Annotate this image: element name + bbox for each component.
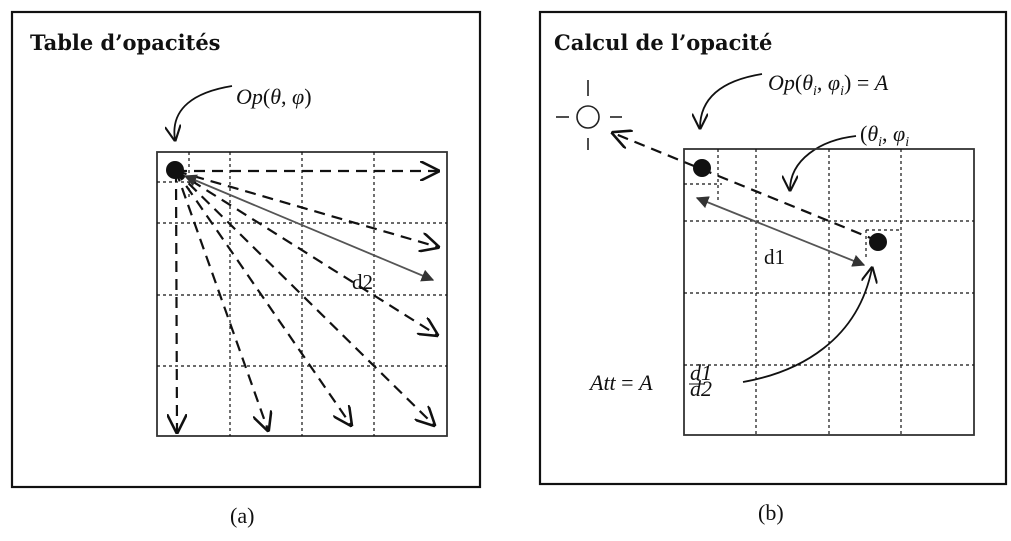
panel-a-op-pointer	[174, 85, 233, 140]
panel-b-entry-dot	[693, 159, 711, 177]
panel-a-op-label: Op(θ, φ)	[236, 84, 312, 109]
panel-a-title: Table d’opacités	[30, 30, 221, 55]
panel-b-op-label: Op(θi, φi) = A	[768, 70, 889, 99]
svg-text:d2: d2	[690, 376, 712, 401]
svg-text:d1: d1	[690, 360, 712, 385]
panel-b-grid	[683, 148, 975, 436]
panel-a: Table d’opacités Op(θ, φ)	[10, 10, 482, 528]
panel-a-frame	[10, 10, 482, 489]
panel-a-d2-label: d2	[352, 270, 373, 294]
panel-a-rays	[176, 171, 438, 432]
panel-b-att-pointer	[742, 268, 872, 383]
panel-b-d1-label: d1	[764, 245, 785, 269]
svg-text:Att = A: Att = A	[588, 370, 653, 395]
panel-b-d1-arrow	[695, 196, 866, 267]
panel-a-origin-dot	[166, 161, 184, 179]
light-source-icon	[556, 80, 622, 150]
panel-b-light-ray	[613, 133, 879, 243]
panel-b-angle-label: (θi, φi	[860, 121, 909, 150]
panel-b-op-pointer	[700, 73, 763, 128]
ray	[176, 170, 177, 432]
panel-b-att-label: Att = A d1 d2	[588, 360, 712, 401]
panel-b-angle-pointer	[790, 135, 857, 190]
panel-a-caption: (a)	[230, 503, 254, 528]
ray	[174, 170, 268, 430]
ray	[175, 170, 351, 425]
panel-b-frame	[538, 10, 1008, 486]
panel-b-sample-dot	[869, 233, 887, 251]
panel-b-title: Calcul de l’opacité	[554, 30, 772, 55]
ray	[175, 170, 437, 335]
panel-a-d2-arrow	[183, 174, 435, 282]
panel-a-grid	[156, 151, 448, 437]
panel-b-caption: (b)	[758, 500, 784, 525]
panel-b: Calcul de l’opacité Op(θi, φi) = A (θi, …	[538, 10, 1008, 525]
